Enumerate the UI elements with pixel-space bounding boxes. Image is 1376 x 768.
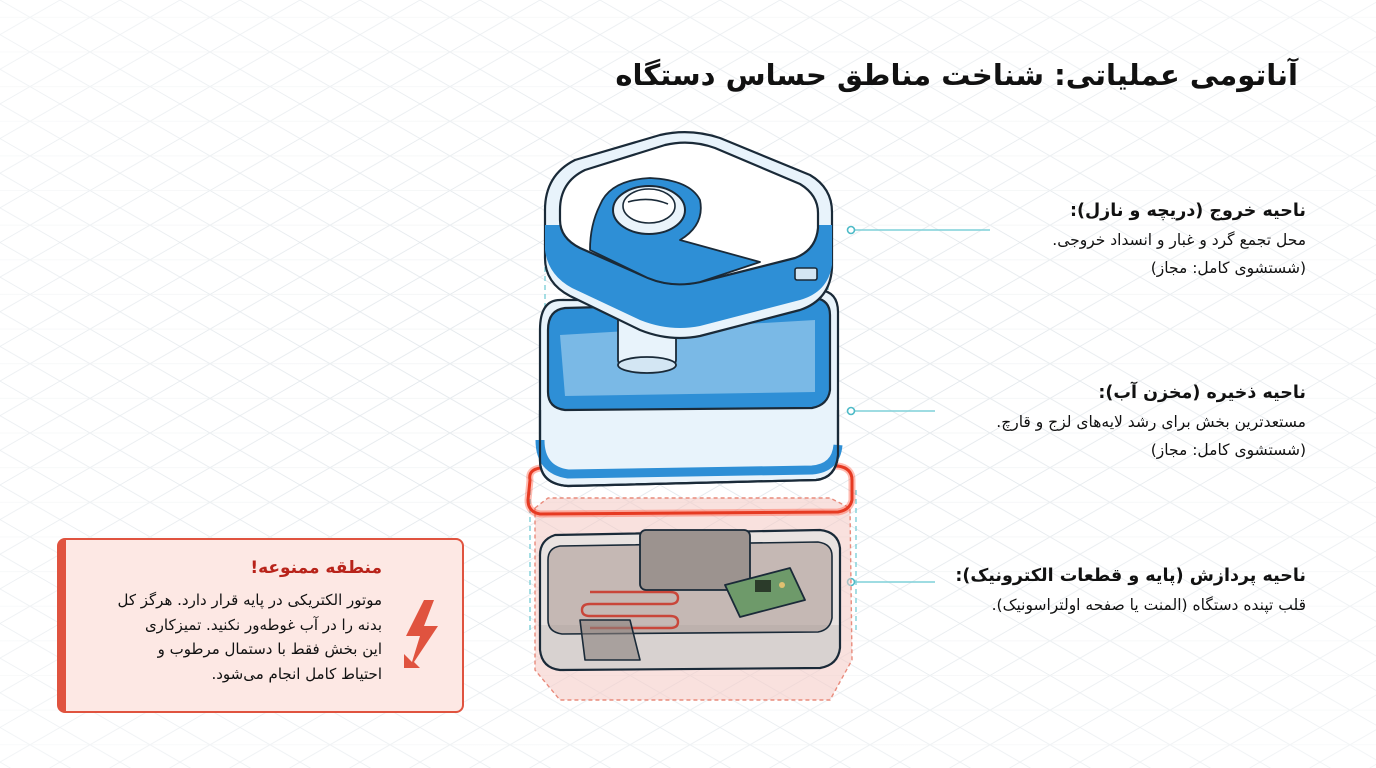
callout-tank-line2: (شستشوی کامل: مجاز)	[996, 436, 1306, 464]
warning-body: موتور الکتریکی در پایه قرار دارد. هرگز ک…	[72, 588, 382, 686]
warning-title: منطقه ممنوعه!	[250, 558, 382, 578]
callout-outlet-line2: (شستشوی کامل: مجاز)	[1052, 254, 1306, 282]
forbidden-zone-warning-box: منطقه ممنوعه! موتور الکتریکی در پایه قرا…	[57, 538, 464, 713]
callout-base-zone: ناحیه پردازش (پایه و قطعات الکترونیک): ق…	[955, 561, 1306, 619]
callout-outlet-line1: محل تجمع گرد و غبار و انسداد خروجی.	[1052, 226, 1306, 254]
warning-line: احتیاط کامل انجام می‌شود.	[72, 662, 382, 687]
warning-line: بدنه را در آب غوطه‌ور نکنید. تمیزکاری	[72, 613, 382, 638]
warning-line: موتور الکتریکی در پایه قرار دارد. هرگز ک…	[72, 588, 382, 613]
callout-tank-zone: ناحیه ذخیره (مخزن آب): مستعدترین بخش برا…	[996, 378, 1306, 464]
callout-outlet-heading: ناحیه خروج (دریچه و نازل):	[1052, 196, 1306, 226]
leader-lines	[848, 227, 991, 586]
callout-outlet-zone: ناحیه خروج (دریچه و نازل): محل تجمع گرد …	[1052, 196, 1306, 282]
callout-base-line1: قلب تپنده دستگاه (المنت یا صفحه اولتراسو…	[955, 591, 1306, 619]
callout-tank-heading: ناحیه ذخیره (مخزن آب):	[996, 378, 1306, 408]
lightning-bolt-icon	[400, 598, 442, 670]
page-title: آناتومی عملیاتی: شناخت مناطق حساس دستگاه	[615, 58, 1298, 92]
warning-line: این بخش فقط با دستمال مرطوب و	[72, 637, 382, 662]
device-base	[528, 466, 852, 700]
callout-base-heading: ناحیه پردازش (پایه و قطعات الکترونیک):	[955, 561, 1306, 591]
callout-tank-line1: مستعدترین بخش برای رشد لایه‌های لزج و قا…	[996, 408, 1306, 436]
